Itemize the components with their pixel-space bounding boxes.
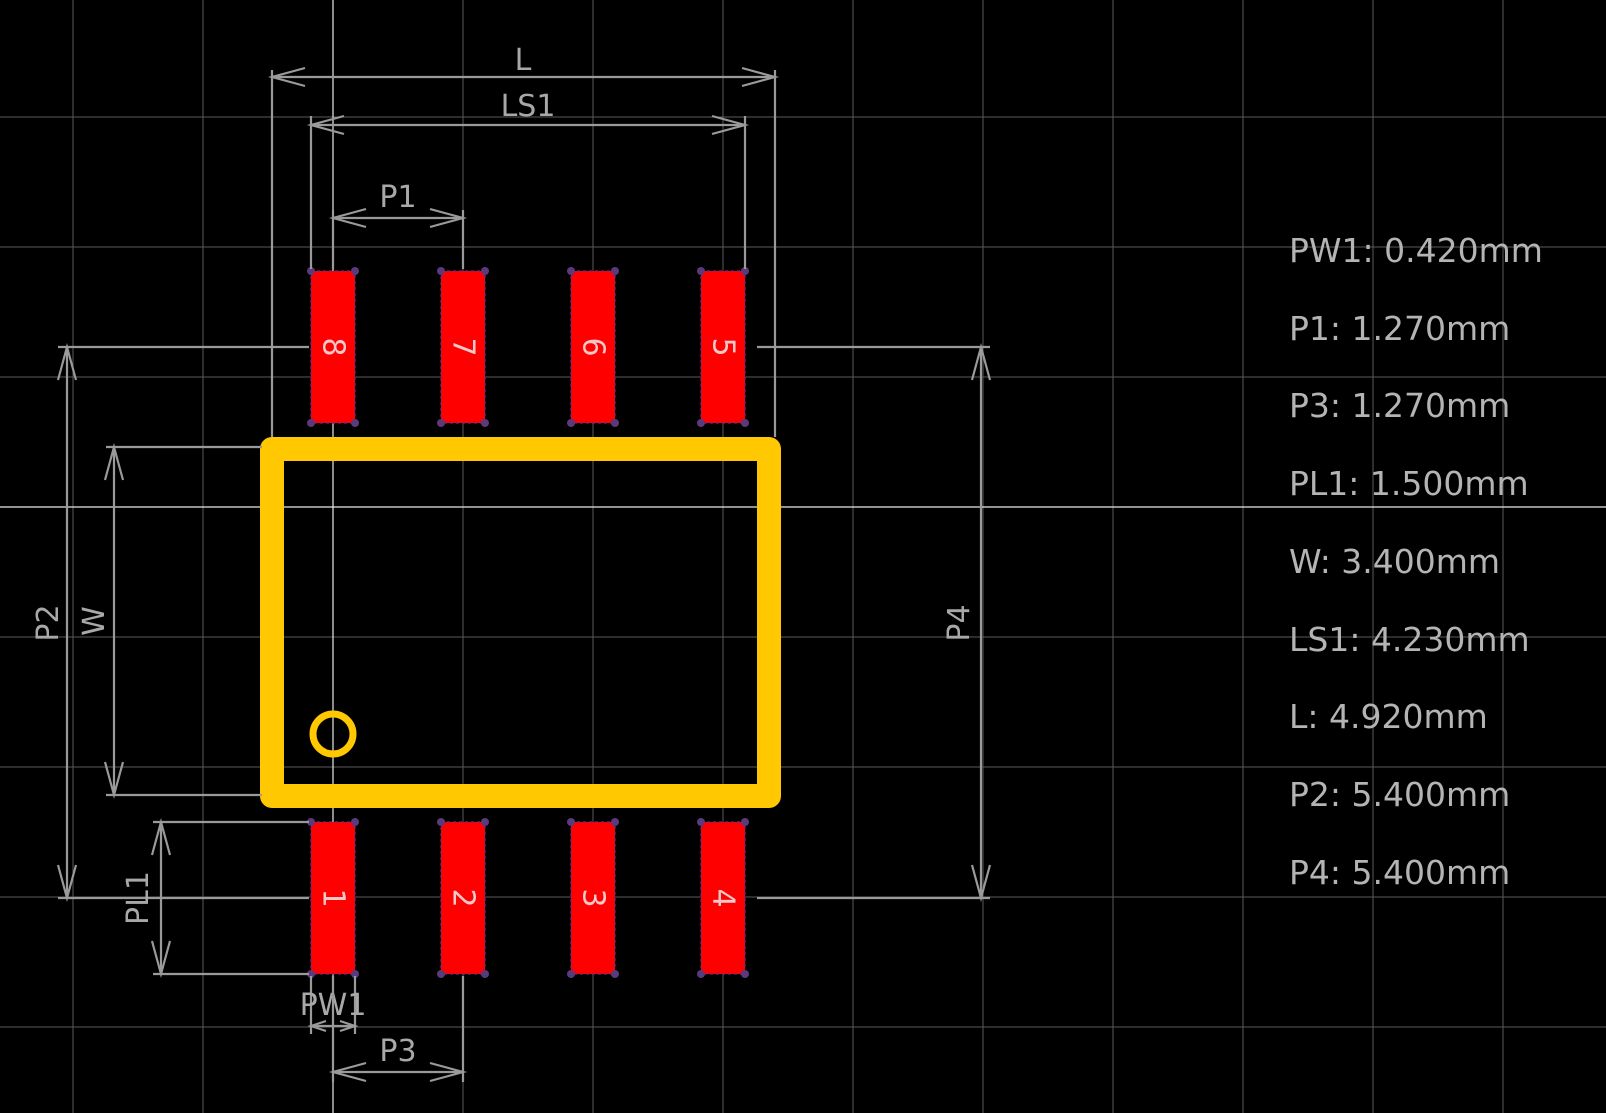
pad-8[interactable]: 8: [307, 267, 359, 427]
dimension-W[interactable]: W: [77, 442, 262, 800]
pad-number: 8: [316, 337, 351, 356]
param-L: L: 4.920mm: [1289, 697, 1488, 736]
dimension-P2[interactable]: P2: [31, 342, 309, 903]
dimension-label: P2: [31, 604, 66, 641]
dimension-P4[interactable]: P4: [757, 342, 992, 903]
dimension-label: P3: [379, 1034, 416, 1069]
dimension-PL1[interactable]: PL1: [121, 817, 309, 979]
parameter-list: PW1: 0.420mm P1: 1.270mm P3: 1.270mm PL1…: [1289, 231, 1543, 892]
pad-number: 7: [446, 337, 481, 356]
dimension-L[interactable]: L: [267, 43, 780, 437]
pad-7[interactable]: 7: [437, 267, 489, 427]
pin1-marker: [309, 710, 357, 758]
param-P2: P2: 5.400mm: [1289, 775, 1510, 814]
pad-number: 6: [576, 337, 611, 356]
pad-number: 5: [706, 337, 741, 356]
param-P3: P3: 1.270mm: [1289, 386, 1510, 425]
dimension-label: P1: [379, 180, 416, 215]
dimension-P3[interactable]: P3: [328, 976, 468, 1083]
pad-number: 1: [316, 888, 351, 907]
dimension-label: L: [515, 43, 532, 78]
dimension-label: P4: [942, 604, 977, 641]
pad-number: 3: [576, 888, 611, 907]
pad-number: 2: [446, 888, 481, 907]
pad-6[interactable]: 6: [567, 267, 619, 427]
pad-2[interactable]: 2: [437, 818, 489, 978]
param-W: W: 3.400mm: [1289, 542, 1500, 581]
param-P4: P4: 5.400mm: [1289, 853, 1510, 892]
dimension-LS1[interactable]: LS1: [306, 89, 750, 269]
pad-3[interactable]: 3: [567, 818, 619, 978]
dimension-P1[interactable]: P1: [328, 180, 468, 269]
pad-4[interactable]: 4: [697, 818, 749, 978]
pad-number: 4: [706, 888, 741, 907]
param-PL1: PL1: 1.500mm: [1289, 464, 1529, 503]
param-LS1: LS1: 4.230mm: [1289, 620, 1530, 659]
param-P1: P1: 1.270mm: [1289, 309, 1510, 348]
body-outline: [260, 437, 781, 808]
pad-1[interactable]: 1: [307, 818, 359, 978]
pad-5[interactable]: 5: [697, 267, 749, 427]
param-PW1: PW1: 0.420mm: [1289, 231, 1543, 270]
dimension-label: PL1: [121, 871, 156, 925]
dimension-label: W: [77, 606, 112, 636]
dimension-label: LS1: [501, 89, 556, 124]
